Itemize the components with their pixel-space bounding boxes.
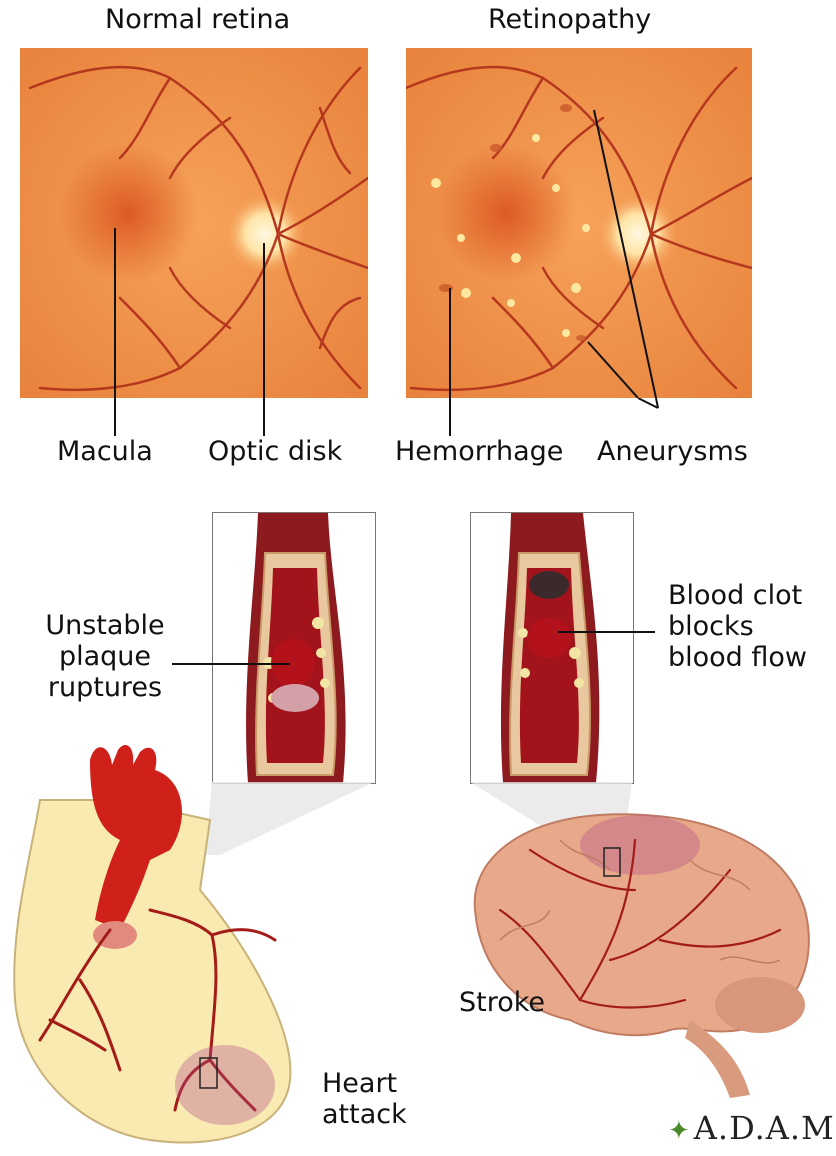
heart-attack-line-2: attack: [322, 1099, 407, 1130]
retina-pointer-lines: [0, 398, 836, 438]
adam-logo: ✦ A.D.A.M.: [668, 1112, 836, 1144]
brand-text: A.D.A.M.: [694, 1112, 836, 1144]
normal-retina-title: Normal retina: [105, 4, 290, 35]
plaque-label-line-2: plaque: [40, 641, 170, 672]
aneurysms-label: Aneurysms: [597, 436, 748, 467]
optic-disk-label: Optic disk: [208, 436, 342, 467]
clot-label-line-1: Blood clot: [668, 580, 807, 611]
hemorrhage-label: Hemorrhage: [395, 436, 563, 467]
normal-retina-image: [20, 48, 368, 398]
plaque-label-line-1: Unstable: [40, 610, 170, 641]
brain-illustration: [460, 800, 820, 1100]
heart-attack-label: Heart attack: [322, 1068, 407, 1130]
stroke-label: Stroke: [459, 987, 545, 1018]
blood-clot-label: Blood clot blocks blood flow: [668, 580, 807, 673]
clot-label-line-3: blood flow: [668, 642, 807, 673]
plaque-label-line-3: ruptures: [40, 672, 170, 703]
heart-illustration: [0, 740, 320, 1150]
macula-label: Macula: [57, 436, 153, 467]
heart-attack-line-1: Heart: [322, 1068, 407, 1099]
retinopathy-title: Retinopathy: [488, 4, 651, 35]
leaf-icon: ✦: [668, 1118, 690, 1144]
clot-label-line-2: blocks: [668, 611, 807, 642]
retinopathy-image: [406, 48, 752, 398]
plaque-rupture-label: Unstable plaque ruptures: [40, 610, 170, 703]
